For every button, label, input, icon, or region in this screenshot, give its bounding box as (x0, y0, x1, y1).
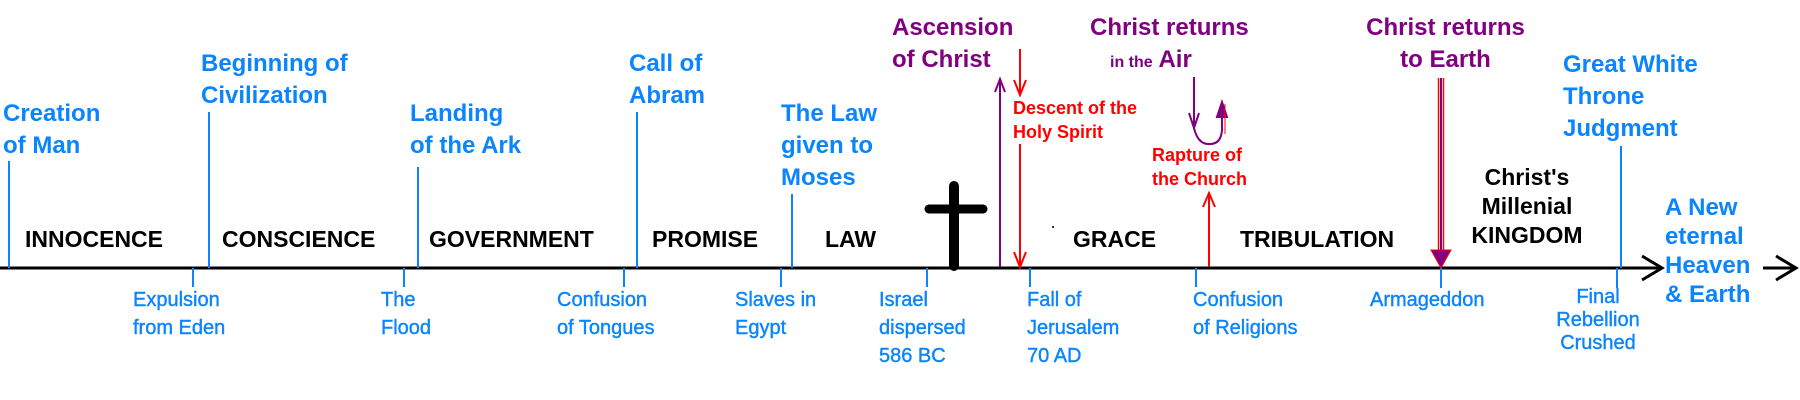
dot-mark (1052, 226, 1054, 228)
label-line: Rapture of (1152, 145, 1242, 165)
ascension-arrow-icon (994, 76, 1006, 267)
event-christ-returns-to-earth: Christ returns to Earth (1353, 12, 1538, 76)
label-line: in the Air (1090, 44, 1249, 79)
event-christ-returns-in-air: Christ returns in the Air (1090, 12, 1249, 79)
event-law-given-to-moses: The Law given to Moses (781, 98, 877, 194)
event-the-flood: The Flood (381, 286, 431, 342)
label-line: Confusion (557, 289, 648, 311)
label-line: Great White (1563, 51, 1698, 78)
label-line: Egypt (735, 317, 787, 339)
label-line: KINGDOM (1471, 222, 1583, 248)
label-line: 70 AD (1027, 345, 1082, 367)
label-line: dispersed (879, 317, 966, 339)
era-tribulation: TRIBULATION (1240, 226, 1395, 252)
label-line: Christ returns (1366, 14, 1525, 41)
event-call-of-abram: Call of Abram (629, 48, 705, 112)
event-confusion-of-religions: Confusion of Religions (1193, 286, 1298, 342)
label-line: Crushed (1560, 332, 1636, 354)
label-line: Call of (629, 50, 703, 77)
label-line: the Church (1152, 169, 1248, 189)
label-line: Descent of the (1013, 98, 1138, 118)
label-line: Jerusalem (1027, 317, 1120, 339)
label-big-text: Air (1158, 46, 1192, 73)
label-line: Judgment (1563, 115, 1678, 142)
era-government: GOVERNMENT (429, 226, 594, 252)
label-line: The (381, 289, 416, 311)
event-final-rebellion-crushed: Final Rebellion Crushed (1543, 286, 1653, 355)
label-line: Moses (781, 164, 856, 191)
era-grace: GRACE (1073, 226, 1157, 252)
era-promise: PROMISE (652, 226, 759, 252)
label-line: Confusion (1193, 289, 1284, 311)
label-line: Creation (3, 100, 101, 127)
label-line: Christ returns (1090, 14, 1249, 41)
label-line: from Eden (133, 317, 226, 339)
label-line: & Earth (1665, 281, 1751, 308)
label-line: Expulsion (133, 289, 220, 311)
label-line: of Tongues (557, 317, 655, 339)
event-expulsion-from-eden: Expulsion from Eden (133, 286, 226, 342)
return-air-arrow-icon (1188, 77, 1229, 146)
label-line: Civilization (201, 82, 328, 109)
label-line: given to (781, 132, 874, 159)
axis-arrow-icon (1641, 254, 1665, 282)
label-line: The Law (781, 100, 878, 127)
label-line: of Christ (892, 46, 991, 73)
event-fall-of-jerusalem: Fall of Jerusalem 70 AD (1027, 286, 1120, 370)
era-conscience: CONSCIENCE (222, 226, 376, 252)
event-landing-of-ark: Landing of the Ark (410, 98, 521, 162)
label-line: Ascension (892, 14, 1014, 41)
label-line: Christ's (1484, 164, 1570, 190)
label-line: Holy Spirit (1013, 122, 1104, 142)
return-earth-arrow-icon (1430, 78, 1452, 270)
era-millennial-kingdom: Christ's Millenial KINGDOM (1462, 163, 1592, 250)
event-slaves-in-egypt: Slaves in Egypt (735, 286, 817, 342)
event-rapture-of-church: Rapture of the Church (1152, 143, 1247, 191)
label-line: Landing (410, 100, 504, 127)
label-line: Final (1576, 286, 1620, 308)
label-line: of Religions (1193, 317, 1298, 339)
label-line: of Man (3, 132, 81, 159)
event-creation-of-man: Creation of Man (3, 98, 100, 162)
era-innocence: INNOCENCE (25, 226, 164, 252)
label-line: Fall of (1027, 289, 1082, 311)
label-line: Abram (629, 82, 706, 109)
event-descent-of-holy-spirit: Descent of the Holy Spirit (1013, 96, 1137, 144)
descent-arrow-icon (1013, 49, 1027, 270)
event-beginning-of-civilization: Beginning of Civilization (201, 48, 348, 112)
label-line: A New (1665, 194, 1738, 221)
event-israel-dispersed: Israel dispersed 586 BC (879, 286, 966, 370)
label-line: Heaven (1665, 252, 1751, 279)
rapture-arrow-icon (1202, 190, 1216, 267)
label-line: Throne (1563, 83, 1645, 110)
label-line: Beginning of (201, 50, 348, 77)
label-line: Rebellion (1556, 309, 1640, 331)
axis-end-arrow-icon (1775, 254, 1799, 282)
label-small-text: in the (1110, 54, 1153, 71)
label-line: to Earth (1400, 46, 1491, 73)
label-line: Flood (381, 317, 432, 339)
era-law: LAW (825, 226, 877, 252)
label-line: Slaves in (735, 289, 817, 311)
event-great-white-throne-judgment: Great White Throne Judgment (1563, 49, 1698, 145)
final-state-new-heaven-earth: A New eternal Heaven & Earth (1665, 193, 1750, 309)
event-confusion-of-tongues: Confusion of Tongues (557, 286, 655, 342)
label-line: Millenial (1481, 193, 1573, 219)
label-line: of the Ark (410, 132, 522, 159)
label-line: 586 BC (879, 345, 946, 367)
event-armageddon: Armageddon (1370, 286, 1485, 314)
label-line: Israel (879, 289, 928, 311)
label-line: Armageddon (1370, 289, 1485, 311)
event-ascension-of-christ: Ascension of Christ (892, 12, 1013, 76)
label-line: eternal (1665, 223, 1744, 250)
cross-icon (924, 181, 988, 271)
